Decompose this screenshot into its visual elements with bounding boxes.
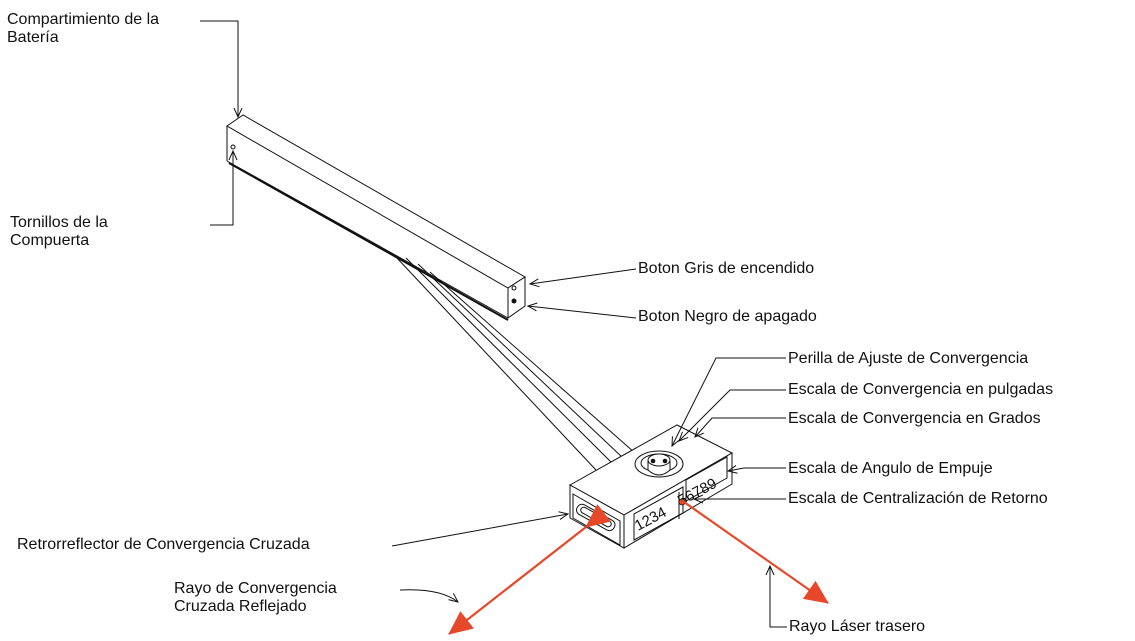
rear-laser-beam — [683, 501, 829, 604]
convergence-knob[interactable] — [634, 450, 684, 478]
label-convergence-scale-inches: Escala de Convergencia en pulgadas — [788, 381, 1054, 398]
support-struts — [395, 256, 636, 471]
label-thrust-angle-scale: Escala de Angulo de Empuje — [788, 460, 993, 477]
battery-bar — [226, 114, 526, 321]
label-cross-convergence-retroreflector: Retrorreflector de Convergencia Cruzada — [17, 536, 310, 553]
reflected-cross-beam — [448, 504, 611, 635]
label-battery-compartment: Compartimiento de la Batería — [7, 11, 160, 46]
label-door-screws: Tornillos de la Compuerta — [10, 214, 108, 249]
leader-lines — [200, 20, 787, 628]
label-rear-laser-beam: Rayo Láser trasero — [789, 618, 926, 635]
scale-windows — [633, 456, 728, 541]
label-black-off-button: Boton Negro de apagado — [638, 308, 817, 325]
gray-power-button-icon[interactable] — [511, 285, 517, 291]
label-reflected-cross-beam: Rayo de Convergencia Cruzada Reflejado — [174, 580, 337, 615]
label-gray-power-button: Boton Gris de encendido — [638, 260, 815, 277]
label-convergence-knob: Perilla de Ajuste de Convergencia — [788, 350, 1029, 367]
black-off-button-icon[interactable] — [511, 298, 517, 304]
label-return-centering-scale: Escala de Centralización de Retorno — [788, 490, 1048, 507]
door-screw-icon — [230, 144, 236, 150]
label-convergence-scale-degrees: Escala de Convergencia en Grados — [788, 410, 1041, 427]
laser-beams — [448, 501, 829, 635]
